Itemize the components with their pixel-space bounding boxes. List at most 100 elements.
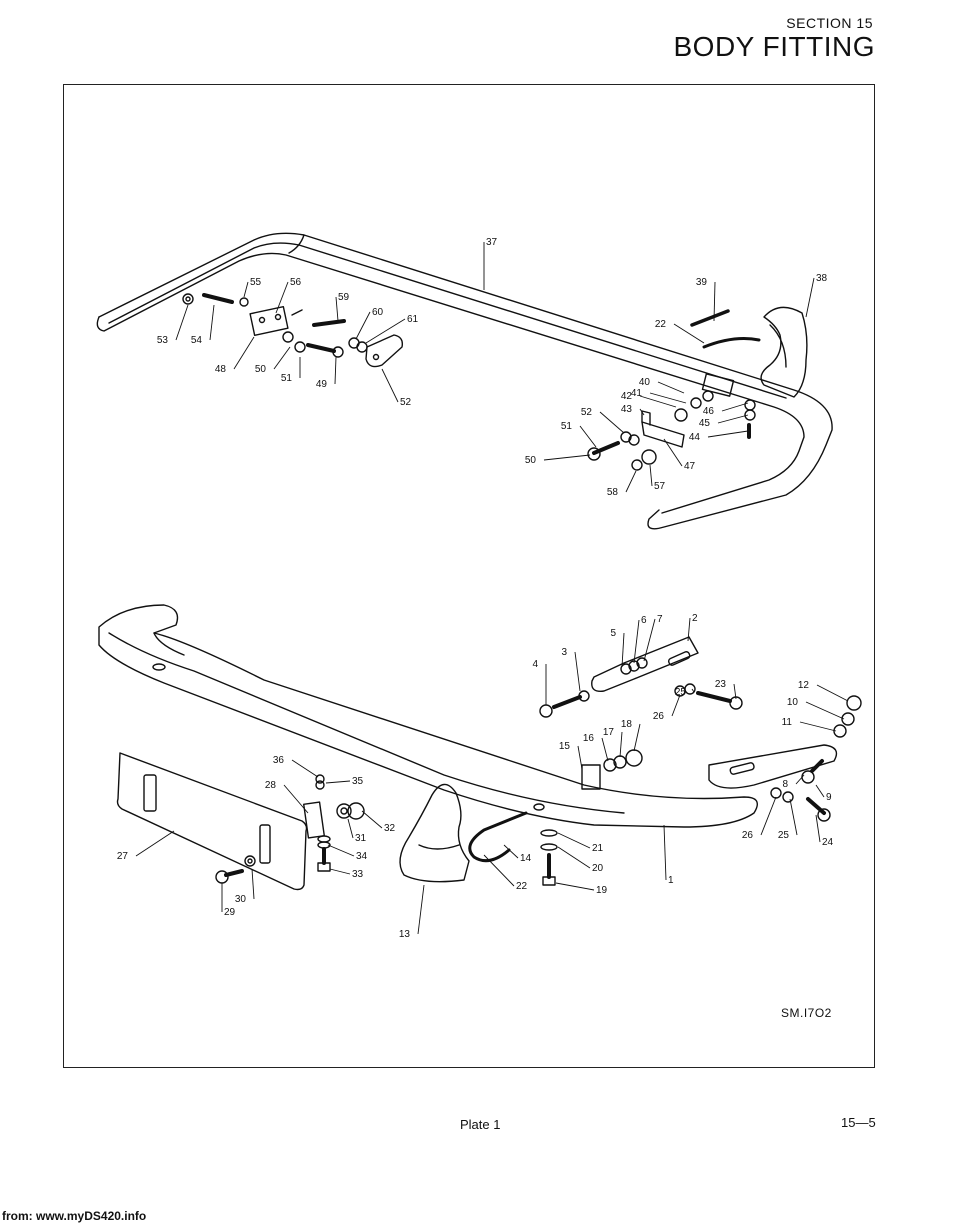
front-callout-21: 21 [592, 843, 604, 854]
front-callout-29: 29 [224, 907, 236, 918]
front-leader-22 [483, 854, 515, 887]
rear-leader-46 [721, 402, 749, 412]
front-callout-34: 34 [356, 851, 368, 862]
rear-leader-61 [365, 318, 406, 344]
rear-callout-52: 52 [400, 397, 412, 408]
front-leader-9 [815, 784, 825, 798]
front-callout-19: 19 [596, 885, 608, 896]
front-leader-26 [671, 694, 681, 717]
front-leader-18 [633, 723, 641, 752]
front-callout-25: 25 [778, 830, 790, 841]
rear-callout-43: 43 [621, 404, 633, 415]
front-leader-16 [601, 737, 609, 762]
front-leader-17 [619, 731, 623, 758]
rear-leader-47 [663, 438, 683, 467]
rear-leader-39 [713, 281, 716, 322]
rear-leader-52 [381, 368, 399, 403]
rear-callout-50: 50 [255, 364, 267, 375]
rear-callout-53: 53 [157, 335, 169, 346]
rear-callout-51: 51 [281, 373, 293, 384]
rear-callout-51: 51 [561, 421, 573, 432]
rear-leader-60 [355, 311, 371, 340]
front-callout-3: 3 [561, 647, 567, 658]
rear-callout-57: 57 [654, 481, 666, 492]
rear-callout-37: 37 [486, 237, 498, 248]
front-leader-20 [557, 846, 591, 869]
rear-callout-52: 52 [581, 407, 593, 418]
rear-callout-49: 49 [316, 379, 328, 390]
front-leader-27 [135, 830, 175, 857]
rear-leader-45 [717, 414, 749, 424]
rear-leader-50 [273, 346, 291, 370]
rear-leader-44 [707, 430, 749, 438]
front-leader-30 [251, 868, 255, 900]
front-callout-20: 20 [592, 863, 604, 874]
front-callout-36: 36 [273, 755, 285, 766]
front-callout-25: 25 [675, 687, 687, 698]
rear-callout-46: 46 [703, 406, 715, 417]
front-leader-11 [799, 721, 837, 732]
number-plate [116, 752, 308, 891]
rear-leader-42 [639, 395, 677, 408]
front-callout-26: 26 [742, 830, 754, 841]
rear-leader-41 [649, 392, 687, 404]
front-callout-16: 16 [583, 733, 595, 744]
rear-callout-45: 45 [699, 418, 711, 429]
rear-callout-40: 40 [639, 377, 651, 388]
drawing-code: SM.I7O2 [781, 1006, 832, 1020]
front-callout-15: 15 [559, 741, 571, 752]
bumper-exploded-diagram: 3738392240414243444546474849505152535455… [96, 232, 862, 940]
front-callout-17: 17 [603, 727, 615, 738]
front-callout-23: 23 [715, 679, 727, 690]
rear-overrider [760, 306, 808, 398]
front-callout-1: 1 [668, 875, 674, 886]
front-callout-10: 10 [787, 697, 799, 708]
front-leader-23 [733, 683, 737, 700]
rear-callout-56: 56 [290, 277, 302, 288]
rear-leader-43 [639, 408, 645, 416]
rear-callout-58: 58 [607, 487, 619, 498]
front-leader-32 [361, 810, 383, 829]
rear-callout-61: 61 [407, 314, 419, 325]
front-callout-33: 33 [352, 869, 364, 880]
front-callout-9: 9 [826, 792, 832, 803]
front-leader-25 [789, 798, 798, 836]
front-leader-31 [347, 818, 354, 839]
front-callout-31: 31 [355, 833, 367, 844]
front-overrider [399, 783, 470, 883]
front-bracket-15 [581, 764, 601, 790]
front-callout-13: 13 [399, 929, 411, 940]
rear-fittings [182, 293, 756, 471]
page-number: 15—5 [841, 1115, 876, 1130]
rear-leader-49 [334, 356, 337, 385]
rear-callout-50: 50 [525, 455, 537, 466]
front-leader-33 [329, 868, 351, 875]
front-callout-5: 5 [610, 628, 616, 639]
rear-callout-39: 39 [696, 277, 708, 288]
rear-callout-55: 55 [250, 277, 262, 288]
front-callout-12: 12 [798, 680, 810, 691]
front-leader-13 [417, 884, 425, 935]
front-callout-4: 4 [532, 659, 538, 670]
front-callout-7: 7 [657, 614, 663, 625]
rear-leader-59 [335, 296, 339, 322]
rear-bumper-bar [96, 232, 833, 530]
plate-number: Plate 1 [460, 1117, 501, 1132]
rear-leader-54 [209, 304, 215, 341]
front-leader-1 [663, 824, 667, 881]
front-bracket-28 [303, 801, 325, 839]
rear-bracket-47 [641, 410, 685, 448]
front-callout-2: 2 [692, 613, 698, 624]
front-fittings [215, 657, 862, 886]
front-callout-6: 6 [641, 615, 647, 626]
section-label: SECTION 15 [786, 15, 873, 31]
front-leader-10 [805, 701, 845, 720]
front-callout-24: 24 [822, 837, 834, 848]
rear-bracket-left [249, 306, 303, 336]
rear-callout-41: 41 [631, 388, 643, 399]
front-bracket-2 [591, 636, 699, 692]
front-callout-22: 22 [516, 881, 528, 892]
front-callout-14: 14 [520, 853, 532, 864]
rear-leader-48 [233, 336, 255, 370]
